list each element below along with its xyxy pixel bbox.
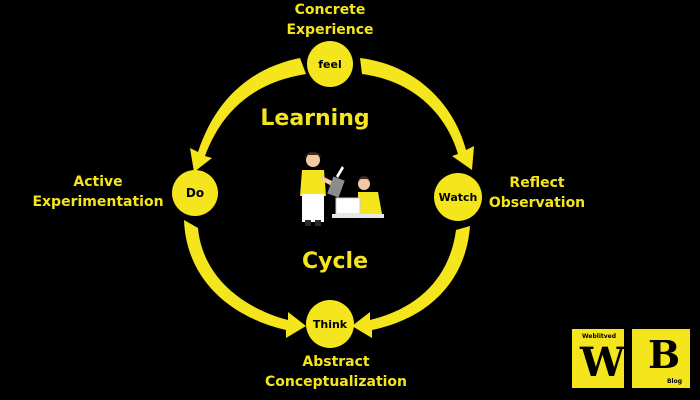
node-feel: feel: [307, 41, 353, 87]
label-active-experimentation: Active Experimentation: [28, 172, 168, 212]
label-abstract-line1: Abstract: [302, 354, 370, 370]
node-think: Think: [306, 300, 354, 348]
arrow-watch-to-think: [352, 226, 470, 338]
logo-w-tile: Weblitved W: [570, 327, 626, 390]
label-reflect-observation: Reflect Observation: [478, 173, 596, 213]
label-abstract-conceptualization: Abstract Conceptualization: [245, 352, 427, 392]
logo-letter-w: W: [580, 339, 625, 386]
logo-brand-text: Weblitved: [582, 333, 617, 340]
diagram-title-learning: Learning: [260, 106, 370, 131]
logo-letter-b: B: [648, 332, 681, 377]
arrow-do-to-think: [184, 220, 306, 338]
label-active-line1: Active: [73, 174, 123, 190]
weblitved-logo: Weblitved W B Blog: [570, 327, 692, 390]
node-watch: Watch: [434, 173, 482, 221]
label-active-line2: Experimentation: [32, 194, 164, 210]
logo-b-tile: B Blog: [630, 327, 692, 390]
teacher-and-student-icon: [300, 152, 384, 226]
label-reflect-line1: Reflect: [509, 175, 565, 191]
label-concrete-line2: Experience: [286, 22, 374, 38]
arrow-feel-to-watch: [360, 58, 474, 170]
label-concrete-line1: Concrete: [294, 2, 366, 18]
node-do: Do: [172, 170, 218, 216]
logo-blog-text: Blog: [666, 378, 682, 385]
label-reflect-line2: Observation: [488, 195, 586, 211]
arrow-feel-to-do: [190, 58, 306, 172]
diagram-title-cycle: Cycle: [302, 249, 368, 274]
label-abstract-line2: Conceptualization: [264, 374, 408, 390]
label-concrete-experience: Concrete Experience: [250, 0, 410, 40]
